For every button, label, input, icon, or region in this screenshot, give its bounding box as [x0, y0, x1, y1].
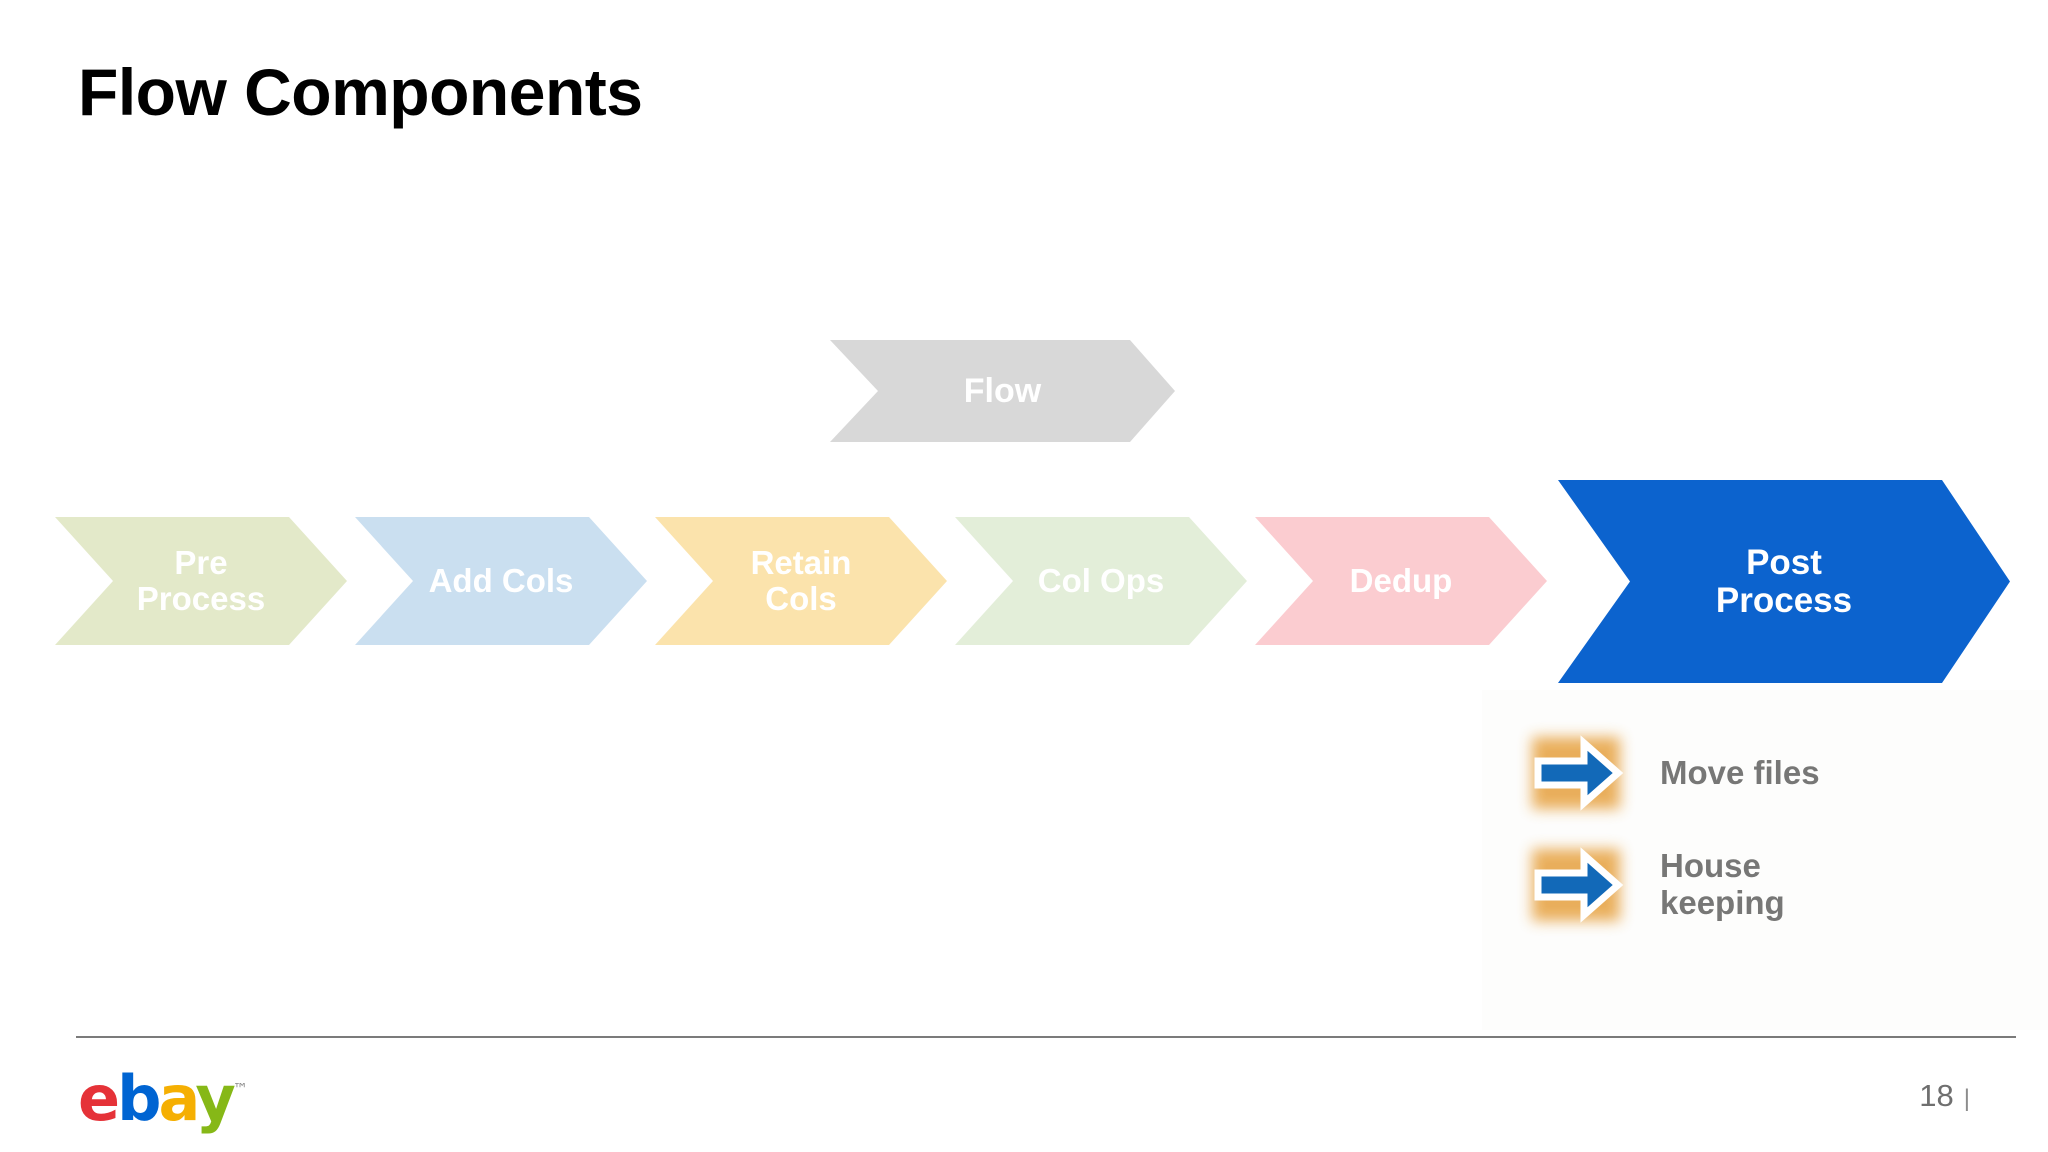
list-item-label-line1: Move files [1660, 753, 1820, 791]
page-number: 18 | [1919, 1078, 1970, 1114]
flow-stage-label-line2: Process [136, 580, 266, 617]
list-item: Move files [1528, 731, 1820, 815]
ebay-logo-trademark: ™ [232, 1080, 248, 1098]
flow-stage-label: Add Cols [428, 562, 574, 600]
flow-stage-label: Dedup [1349, 562, 1453, 600]
flow-stage-chevron-pre-process[interactable]: Pre Process [55, 517, 347, 645]
flow-stage-label-line2: Process [1715, 580, 1853, 620]
ebay-logo-letter-y: y [195, 1062, 235, 1135]
flow-stage-chevron-post-process[interactable]: Post Process [1558, 480, 2010, 683]
ebay-logo: ebay™ [78, 1068, 248, 1130]
flow-stage-label-line1: Pre [174, 544, 228, 582]
list-item-label-line2: keeping [1660, 884, 1785, 921]
right-arrow-icon [1528, 843, 1624, 927]
flow-stage-label: Post Process [1710, 544, 1858, 620]
flow-stage-label: Pre Process [131, 545, 271, 616]
footer-divider [76, 1036, 2016, 1038]
flow-stage-label-line1: Retain [750, 544, 852, 582]
flow-stage-chevron-col-ops[interactable]: Col Ops [955, 517, 1247, 645]
page-number-value: 18 [1919, 1078, 1954, 1113]
flow-stage-chevron-add-cols[interactable]: Add Cols [355, 517, 647, 645]
flow-stage-label-line2: Cols [765, 580, 837, 617]
flow-stage-chevron-dedup[interactable]: Dedup [1255, 517, 1547, 645]
page-number-separator: | [1963, 1085, 1970, 1112]
list-item-label-line1: House [1660, 847, 1761, 885]
ebay-logo-letter-a: a [158, 1062, 198, 1135]
ebay-logo-letter-e: e [78, 1062, 120, 1135]
list-item-label: House keeping [1660, 847, 1785, 922]
flow-stage-label: Retain Cols [745, 545, 858, 616]
flow-stage-chevron-retain-cols[interactable]: Retain Cols [655, 517, 947, 645]
flow-stage-chevron-flow[interactable]: Flow [830, 340, 1175, 442]
right-arrow-icon [1528, 731, 1624, 815]
ebay-logo-letter-b: b [117, 1062, 161, 1135]
page-title: Flow Components [78, 55, 643, 129]
flow-stage-label-line1: Post [1746, 542, 1822, 582]
list-item-label: Move files [1660, 753, 1820, 792]
flow-stage-label: Col Ops [1037, 562, 1165, 600]
flow-stage-label: Flow [963, 371, 1042, 410]
list-item: House keeping [1528, 843, 1785, 927]
